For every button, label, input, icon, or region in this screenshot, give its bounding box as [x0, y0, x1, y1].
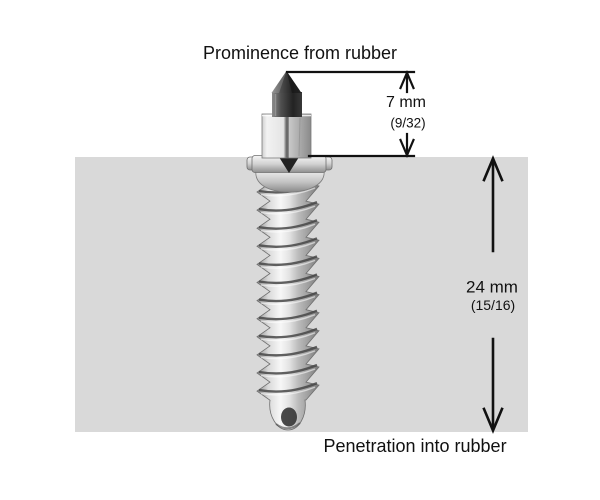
stud-collar	[255, 169, 325, 193]
penetration-fraction: (15/16)	[470, 297, 516, 313]
stud-thread-detail	[260, 187, 316, 396]
stud-dome-shadow	[281, 407, 297, 427]
stud-cone-facet-dark	[286, 71, 302, 93]
dimension-arrow-down-icon	[482, 407, 504, 434]
dimension-lines	[285, 70, 504, 434]
penetration-label: Penetration into rubber	[323, 436, 507, 456]
stud-carbide-pin	[272, 92, 302, 117]
stud-dome-edge	[275, 422, 301, 430]
dimension-arrow-down-icon	[399, 138, 415, 158]
stud-flange-notch	[279, 157, 299, 173]
stud-hex-streak	[298, 117, 301, 157]
stud-thread-detail	[256, 182, 320, 431]
stud-threads	[256, 182, 320, 431]
dimension-arrow-up-icon	[482, 155, 504, 182]
prominence-label: Prominence from rubber	[202, 43, 398, 63]
prominence-fraction: (9/32)	[390, 115, 426, 131]
penetration-value: 24 mm	[466, 277, 518, 297]
dimension-arrow-up-icon	[399, 70, 415, 90]
stud-hex-body	[261, 113, 312, 159]
stud-cone-facet-light	[271, 71, 287, 93]
prominence-value: 7 mm	[386, 94, 426, 111]
tire-stud-illustration	[246, 71, 333, 431]
